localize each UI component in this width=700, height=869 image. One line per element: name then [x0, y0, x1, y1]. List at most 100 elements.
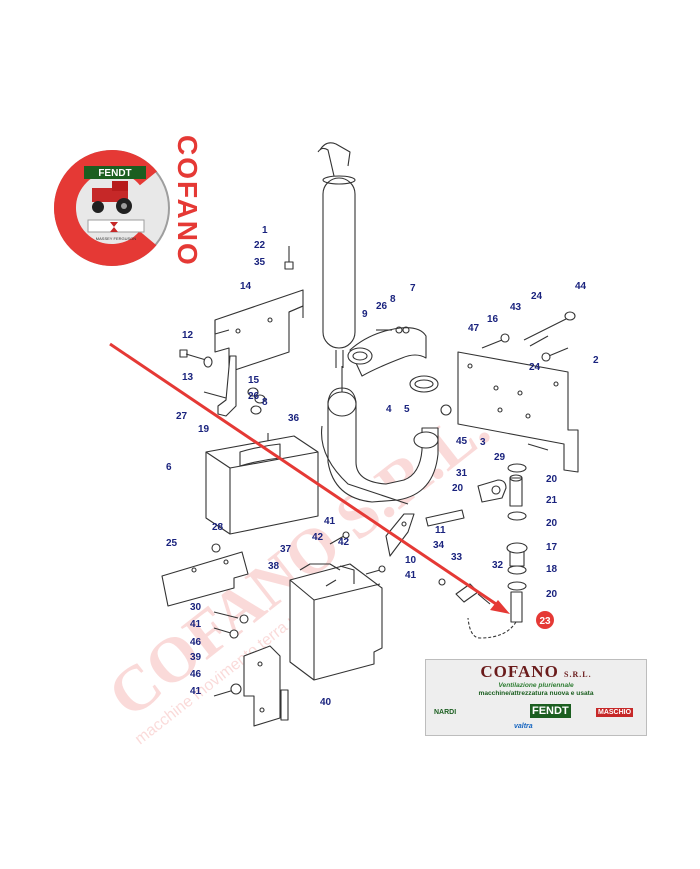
dealer-subtitle-2: macchine/attrezzatura nuova e usata — [478, 690, 594, 697]
part-fittings-left — [247, 387, 269, 445]
part-label-9[interactable]: 9 — [362, 309, 368, 320]
dealer-brand-maschio: MASCHIO — [596, 708, 634, 717]
part-label-11[interactable]: 11 — [435, 525, 446, 536]
part-label-39[interactable]: 39 — [190, 652, 202, 663]
part-strap-15 — [203, 355, 237, 417]
part-label-30[interactable]: 30 — [190, 602, 202, 613]
part-label-43[interactable]: 43 — [510, 302, 522, 313]
part-label-20[interactable]: 20 — [452, 483, 464, 494]
triple-triangle-icon — [110, 222, 118, 232]
part-label-47[interactable]: 47 — [468, 323, 480, 334]
brand-logo: FENDT MASSEY FERGUSON — [54, 150, 170, 266]
part-label-4[interactable]: 4 — [386, 404, 392, 415]
part-label-41[interactable]: 41 — [190, 686, 202, 697]
part-label-7[interactable]: 7 — [410, 283, 416, 294]
part-bracket-14 — [214, 289, 304, 373]
part-label-14[interactable]: 14 — [240, 281, 252, 292]
part-bracket-39 — [243, 645, 281, 727]
part-small-bolts — [325, 531, 386, 587]
part-bracket-31 — [477, 479, 507, 503]
part-label-35[interactable]: 35 — [254, 257, 266, 268]
part-bracket-25 — [161, 543, 249, 607]
highlight-arrow — [109, 342, 510, 614]
part-label-12[interactable]: 12 — [182, 330, 194, 341]
part-nut-45 — [440, 404, 452, 416]
part-label-27[interactable]: 27 — [176, 411, 188, 422]
part-label-45[interactable]: 45 — [456, 436, 468, 447]
part-label-5[interactable]: 5 — [404, 404, 410, 415]
tractor-icon — [92, 181, 132, 214]
part-label-33[interactable]: 33 — [451, 552, 463, 563]
dealer-title: COFANO S.R.L. — [426, 662, 646, 682]
part-hose-7 — [347, 326, 427, 377]
part-label-6[interactable]: 6 — [166, 462, 172, 473]
part-label-40[interactable]: 40 — [320, 697, 332, 708]
part-bolt-12 — [179, 349, 213, 368]
dealer-brand-valtra: valtra — [514, 723, 533, 730]
part-label-31[interactable]: 31 — [456, 468, 468, 479]
dealer-title-text: COFANO — [480, 662, 559, 681]
part-label-15[interactable]: 15 — [248, 375, 260, 386]
part-label-25[interactable]: 25 — [166, 538, 178, 549]
part-label-41[interactable]: 41 — [405, 570, 417, 581]
part-label-36[interactable]: 36 — [288, 413, 300, 424]
part-labels: 1223514268971213271526819365462244443241… — [166, 225, 599, 708]
highlighted-part-label: 23 — [539, 616, 551, 627]
part-label-1[interactable]: 1 — [262, 225, 268, 236]
part-label-34[interactable]: 34 — [433, 540, 445, 551]
part-label-8[interactable]: 8 — [390, 294, 396, 305]
part-label-22[interactable]: 22 — [254, 240, 266, 251]
part-bolt-22 — [284, 246, 294, 270]
part-label-13[interactable]: 13 — [182, 372, 194, 383]
part-bracket-11 — [385, 513, 415, 557]
dealer-title-suffix: S.R.L. — [564, 670, 592, 679]
dealer-banner[interactable]: COFANO S.R.L. Ventilazione pluriennale m… — [425, 659, 647, 736]
part-muffler — [317, 142, 356, 368]
part-label-29[interactable]: 29 — [494, 452, 506, 463]
part-label-20[interactable]: 20 — [546, 589, 558, 600]
part-label-24[interactable]: 24 — [529, 362, 541, 373]
part-long-bolts — [481, 311, 576, 362]
vertical-brand-title: COFANO — [172, 135, 203, 267]
highlighted-part-23[interactable]: 23 — [536, 611, 554, 629]
part-label-42[interactable]: 42 — [312, 532, 324, 543]
logo-brand-text: FENDT — [98, 168, 131, 179]
part-label-41[interactable]: 41 — [190, 619, 202, 630]
part-label-32[interactable]: 32 — [492, 560, 504, 571]
part-label-28[interactable]: 28 — [212, 522, 224, 533]
part-shield-6 — [205, 435, 319, 535]
part-label-21[interactable]: 21 — [546, 495, 558, 506]
part-label-2[interactable]: 2 — [593, 355, 599, 366]
part-hose-fittings — [467, 463, 528, 639]
dealer-brand-nardi: NARDI — [434, 709, 457, 716]
part-label-42[interactable]: 42 — [338, 537, 350, 548]
part-label-24[interactable]: 24 — [531, 291, 543, 302]
part-label-3[interactable]: 3 — [480, 437, 486, 448]
part-plate-3 — [457, 351, 579, 473]
logo-footer-text: MASSEY FERGUSON — [96, 236, 136, 241]
part-label-46[interactable]: 46 — [190, 669, 202, 680]
part-label-46[interactable]: 46 — [190, 637, 202, 648]
part-shield-38 — [289, 563, 383, 681]
dealer-subtitle-1: Ventilazione pluriennale — [498, 682, 574, 689]
part-label-26[interactable]: 26 — [376, 301, 388, 312]
part-label-16[interactable]: 16 — [487, 314, 499, 325]
part-label-20[interactable]: 20 — [546, 518, 558, 529]
part-label-44[interactable]: 44 — [575, 281, 587, 292]
part-label-19[interactable]: 19 — [198, 424, 210, 435]
part-elbow-4 — [320, 366, 439, 505]
parts-linework — [161, 142, 579, 727]
part-label-37[interactable]: 37 — [280, 544, 292, 555]
part-label-20[interactable]: 20 — [546, 474, 558, 485]
part-label-18[interactable]: 18 — [546, 564, 558, 575]
part-label-26[interactable]: 26 — [248, 391, 260, 402]
dealer-brand-fendt: FENDT — [530, 704, 571, 718]
part-label-17[interactable]: 17 — [546, 542, 558, 553]
part-label-41[interactable]: 41 — [324, 516, 336, 527]
part-tube-40 — [280, 689, 289, 721]
part-clamp-5 — [409, 375, 439, 393]
part-label-38[interactable]: 38 — [268, 561, 280, 572]
part-label-8[interactable]: 8 — [262, 397, 268, 408]
part-label-10[interactable]: 10 — [405, 555, 417, 566]
